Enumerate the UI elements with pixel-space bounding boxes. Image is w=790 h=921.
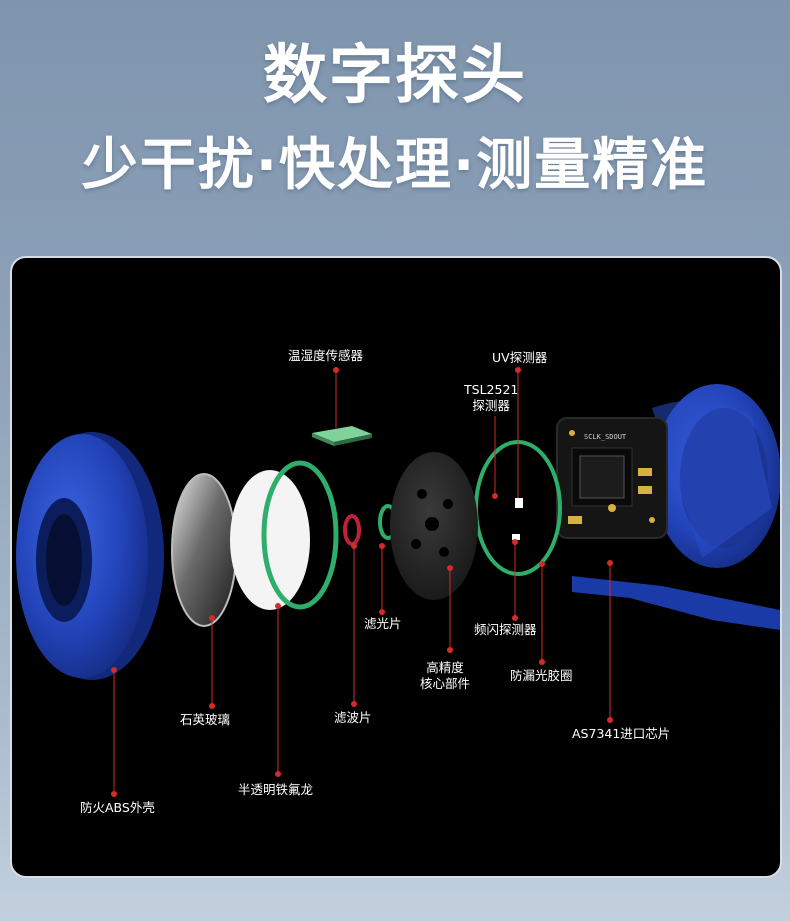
leader-dots — [111, 367, 613, 797]
label-tsl2521: TSL2521 探测器 — [464, 382, 518, 414]
label-tsl2521-line2: 探测器 — [472, 398, 510, 413]
label-humidity-sensor: 温湿度传感器 — [288, 348, 364, 363]
label-uv-detector: UV探测器 — [492, 350, 548, 365]
pcb-board: SCLK_SDOUT — [556, 417, 668, 539]
back-housing — [572, 384, 780, 630]
humidity-sensor-chip — [312, 426, 372, 446]
label-core-line2: 核心部件 — [420, 676, 471, 691]
core-disc — [390, 452, 478, 600]
label-core-line1: 高精度 — [426, 660, 464, 675]
label-wave-filter: 滤波片 — [334, 710, 372, 725]
uv-sensor — [515, 498, 523, 508]
green-ring-1 — [261, 460, 339, 610]
label-tsl2521-line1: TSL2521 — [464, 382, 519, 397]
label-seal-ring: 防漏光胶圈 — [510, 668, 573, 683]
label-ptfe: 半透明铁氟龙 — [238, 782, 314, 797]
label-flicker-detector: 频闪探测器 — [474, 622, 537, 637]
label-abs-shell: 防火ABS外壳 — [80, 800, 155, 815]
wave-filter — [343, 514, 361, 546]
ptfe-disc — [230, 470, 310, 610]
label-core-part: 高精度 核心部件 — [420, 660, 470, 692]
quartz-glass — [171, 473, 237, 627]
pcb-silkscreen: SCLK_SDOUT — [584, 433, 627, 441]
label-filter: 滤光片 — [364, 616, 402, 631]
page-subtitle: 少干扰·快处理·测量精准 — [81, 133, 709, 198]
leader-lines — [113, 370, 611, 794]
abs-shell — [16, 432, 164, 680]
label-quartz-glass: 石英玻璃 — [180, 712, 231, 727]
label-chip: AS7341进口芯片 — [572, 726, 671, 741]
page-title: 数字探头 — [263, 39, 527, 113]
flicker-sensor — [512, 534, 520, 540]
exploded-view-panel: SCLK_SDOUT — [10, 256, 782, 878]
exploded-diagram: SCLK_SDOUT — [16, 367, 780, 797]
